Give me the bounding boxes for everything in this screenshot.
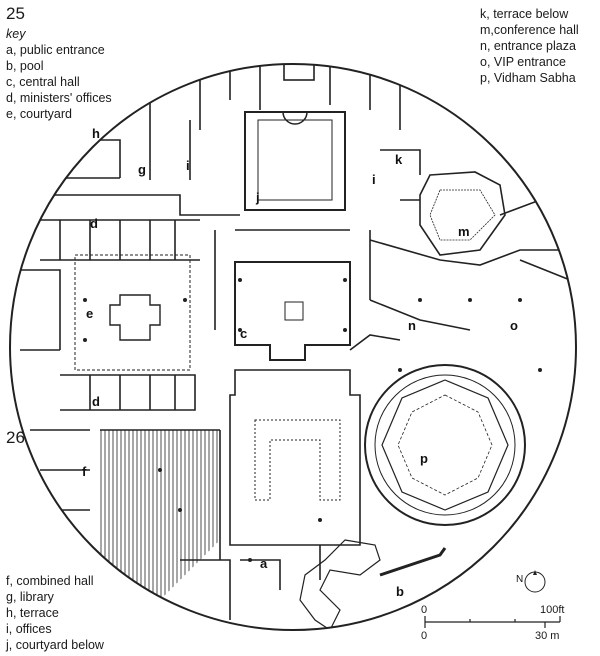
plan-label-b: b <box>396 584 404 599</box>
combined-hall-f <box>100 430 220 600</box>
plan-label-o: o <box>510 318 518 333</box>
plan-label-a: a <box>260 556 268 571</box>
outer-circle <box>9 63 577 631</box>
plan-label-g: g <box>138 162 146 177</box>
plan-label-d-bottom: d <box>92 394 100 409</box>
key-top-left: a, public entrance b, pool c, central ha… <box>6 42 112 122</box>
key-top-right: k, terrace below m,conference hall n, en… <box>480 6 579 86</box>
key-item: e, courtyard <box>6 107 73 121</box>
plan-label-n: n <box>408 318 416 333</box>
key-item: p, Vidham Sabha <box>480 71 576 85</box>
plan-label-i-right: i <box>372 172 376 187</box>
key-item: n, entrance plaza <box>480 39 576 53</box>
key-bottom-left: f, combined hall g, library h, terrace i… <box>6 573 104 653</box>
figure-number-25: 25 <box>6 4 25 23</box>
scale-m-end: 30 m <box>535 630 560 642</box>
plan-label-m: m <box>458 224 470 239</box>
central-hall-c <box>234 261 351 361</box>
key-item: f, combined hall <box>6 574 94 588</box>
vidhan-sabha-p <box>364 364 526 526</box>
scale-m-start: 0 <box>421 630 428 642</box>
key-item: d, ministers' offices <box>6 91 112 105</box>
plan-label-h: h <box>92 126 100 141</box>
key-item: o, VIP entrance <box>480 55 566 69</box>
key-item: i, offices <box>6 622 52 636</box>
key-item: g, library <box>6 590 54 604</box>
key-title: key <box>6 27 26 41</box>
scale-ft-end: 100ft <box>540 604 565 616</box>
plan-label-k: k <box>395 152 403 167</box>
key-item: m,conference hall <box>480 23 579 37</box>
plan-label-j: j <box>255 190 260 205</box>
key-item: j, courtyard below <box>6 638 104 652</box>
scale-ft-start: 0 <box>421 604 428 616</box>
plan-label-e: e <box>86 306 93 321</box>
key-item: h, terrace <box>6 606 59 620</box>
plan-label-d-top: d <box>90 216 98 231</box>
entrance-a <box>229 369 361 546</box>
plan-label-i-left: i <box>186 158 190 173</box>
plan-label-p: p <box>420 451 428 466</box>
courtyard-j <box>244 111 346 211</box>
conference-hall-m <box>419 171 506 256</box>
key-item: k, terrace below <box>480 7 569 21</box>
north-arrow: N <box>516 570 546 593</box>
office-band-top <box>150 64 430 130</box>
key-item: c, central hall <box>6 75 80 89</box>
pool-b <box>299 539 381 630</box>
figure-number-26: 26 <box>6 428 25 447</box>
key-item: b, pool <box>6 59 44 73</box>
scale-bar <box>424 616 561 628</box>
north-label: N <box>516 574 523 585</box>
courtyard-e <box>74 254 191 371</box>
key-item: a, public entrance <box>6 43 105 57</box>
plan-label-c: c <box>240 326 247 341</box>
plan-label-f: f <box>82 464 87 479</box>
